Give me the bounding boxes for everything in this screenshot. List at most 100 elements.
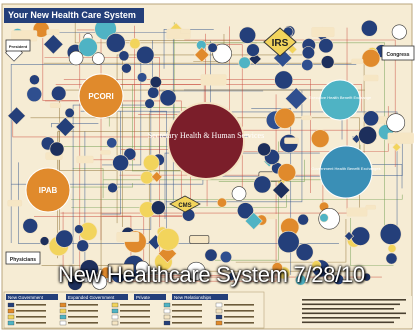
diagram-node bbox=[379, 223, 402, 245]
legend-swatch bbox=[7, 302, 15, 308]
diagram-node bbox=[39, 236, 50, 246]
connector-line bbox=[235, 219, 347, 263]
footer-text-line bbox=[302, 312, 406, 315]
diagram-node bbox=[274, 70, 294, 90]
diagram-node bbox=[79, 259, 99, 279]
diagram-node bbox=[284, 137, 299, 144]
diagram-node bbox=[297, 213, 309, 226]
connector-line bbox=[51, 123, 99, 128]
diagram-node bbox=[22, 218, 38, 234]
diagram-node bbox=[332, 273, 345, 285]
diagram-node bbox=[29, 74, 40, 86]
exec-exchange-label: Executive Health Benefit Exchange bbox=[309, 95, 372, 100]
diagram-node bbox=[311, 27, 335, 38]
legend-swatch bbox=[215, 320, 223, 326]
legend-text-line bbox=[68, 304, 98, 306]
diagram-node bbox=[78, 37, 98, 57]
legend-text-line bbox=[16, 310, 46, 312]
diagram-node bbox=[318, 38, 334, 54]
connector-line bbox=[372, 164, 403, 189]
legend-expanded-government: Expanded Government bbox=[68, 295, 115, 300]
diagram-node bbox=[129, 37, 141, 50]
connector-line bbox=[57, 131, 220, 259]
ipab-node: IPAB bbox=[25, 167, 71, 213]
connector-line bbox=[12, 115, 242, 138]
diagram-node bbox=[231, 186, 247, 201]
diagram-node bbox=[151, 171, 163, 183]
legend-swatch bbox=[163, 320, 171, 326]
irs-label: IRS bbox=[272, 38, 289, 49]
diagram-node bbox=[295, 243, 314, 262]
diagram-node bbox=[140, 170, 154, 185]
diagram-node bbox=[151, 200, 166, 215]
diagram-node bbox=[257, 142, 271, 157]
legend-text-line bbox=[224, 316, 254, 318]
legend-text-line bbox=[68, 310, 98, 312]
connector-line bbox=[72, 104, 150, 264]
diagram-node bbox=[360, 19, 378, 37]
connector-line bbox=[127, 81, 152, 230]
diagram-node bbox=[200, 74, 227, 86]
diagram-node bbox=[49, 141, 65, 157]
legend-swatch bbox=[163, 308, 171, 314]
legend-new-relationships: New Relationships bbox=[174, 295, 212, 300]
diagram-node bbox=[105, 33, 126, 53]
center-node: Secretary Health & Human Services bbox=[148, 102, 264, 180]
legend-text-line bbox=[120, 322, 150, 324]
diagram-node bbox=[277, 230, 300, 254]
diagram-node bbox=[51, 85, 67, 102]
diagram-node bbox=[64, 107, 75, 118]
diagram-node bbox=[74, 224, 84, 234]
diagram-node bbox=[226, 271, 237, 282]
diagram-node bbox=[112, 154, 129, 172]
connector-line bbox=[89, 25, 135, 161]
physicians-label: Physicians bbox=[10, 257, 36, 263]
connector-line bbox=[163, 29, 214, 69]
diagram-node bbox=[194, 47, 210, 63]
footer-text-line bbox=[302, 303, 400, 306]
diagram-node bbox=[253, 175, 272, 194]
diagram-node bbox=[365, 204, 377, 210]
legend-swatch bbox=[163, 314, 171, 320]
diagram-node bbox=[294, 274, 307, 286]
legend-swatch bbox=[7, 308, 15, 314]
footer-text-line bbox=[302, 321, 394, 324]
congress-node: Congress bbox=[381, 45, 415, 61]
physicians-node: Physicians bbox=[5, 251, 41, 265]
diagram-node bbox=[319, 213, 329, 223]
diagram-node bbox=[265, 213, 278, 220]
footer-note-block bbox=[300, 296, 412, 328]
footer-text-line bbox=[302, 299, 406, 301]
president-node: President bbox=[5, 39, 31, 52]
connector-line bbox=[72, 168, 104, 199]
connector-line bbox=[58, 123, 231, 171]
diagram-node bbox=[55, 116, 76, 137]
diagram-node bbox=[272, 180, 291, 200]
exchange-node: Government Health Benefit Exchanges bbox=[311, 145, 381, 199]
diagram-node bbox=[7, 106, 26, 126]
diagram-node bbox=[284, 87, 308, 110]
diagram-node bbox=[310, 129, 330, 148]
legend-swatch bbox=[215, 302, 223, 308]
diagram-node bbox=[346, 207, 368, 217]
diagram-node bbox=[320, 55, 335, 69]
diagram-node bbox=[301, 46, 315, 60]
legend-text-line bbox=[172, 322, 202, 324]
diagram-node bbox=[391, 24, 407, 40]
diagram-node bbox=[135, 260, 150, 275]
diagram-node bbox=[76, 155, 94, 164]
legend-swatch bbox=[215, 314, 223, 320]
legend-swatch bbox=[215, 308, 223, 314]
diagram-node bbox=[136, 45, 155, 65]
legend-text-line bbox=[172, 316, 202, 318]
legend-text-line bbox=[16, 316, 46, 318]
connector-line bbox=[42, 38, 84, 101]
diagram-node bbox=[385, 252, 398, 265]
legend-text-line bbox=[120, 304, 150, 306]
legend-swatch bbox=[7, 314, 15, 320]
diagram-nodes bbox=[5, 17, 414, 291]
diagram-node bbox=[311, 260, 322, 271]
diagram-node bbox=[11, 30, 38, 42]
